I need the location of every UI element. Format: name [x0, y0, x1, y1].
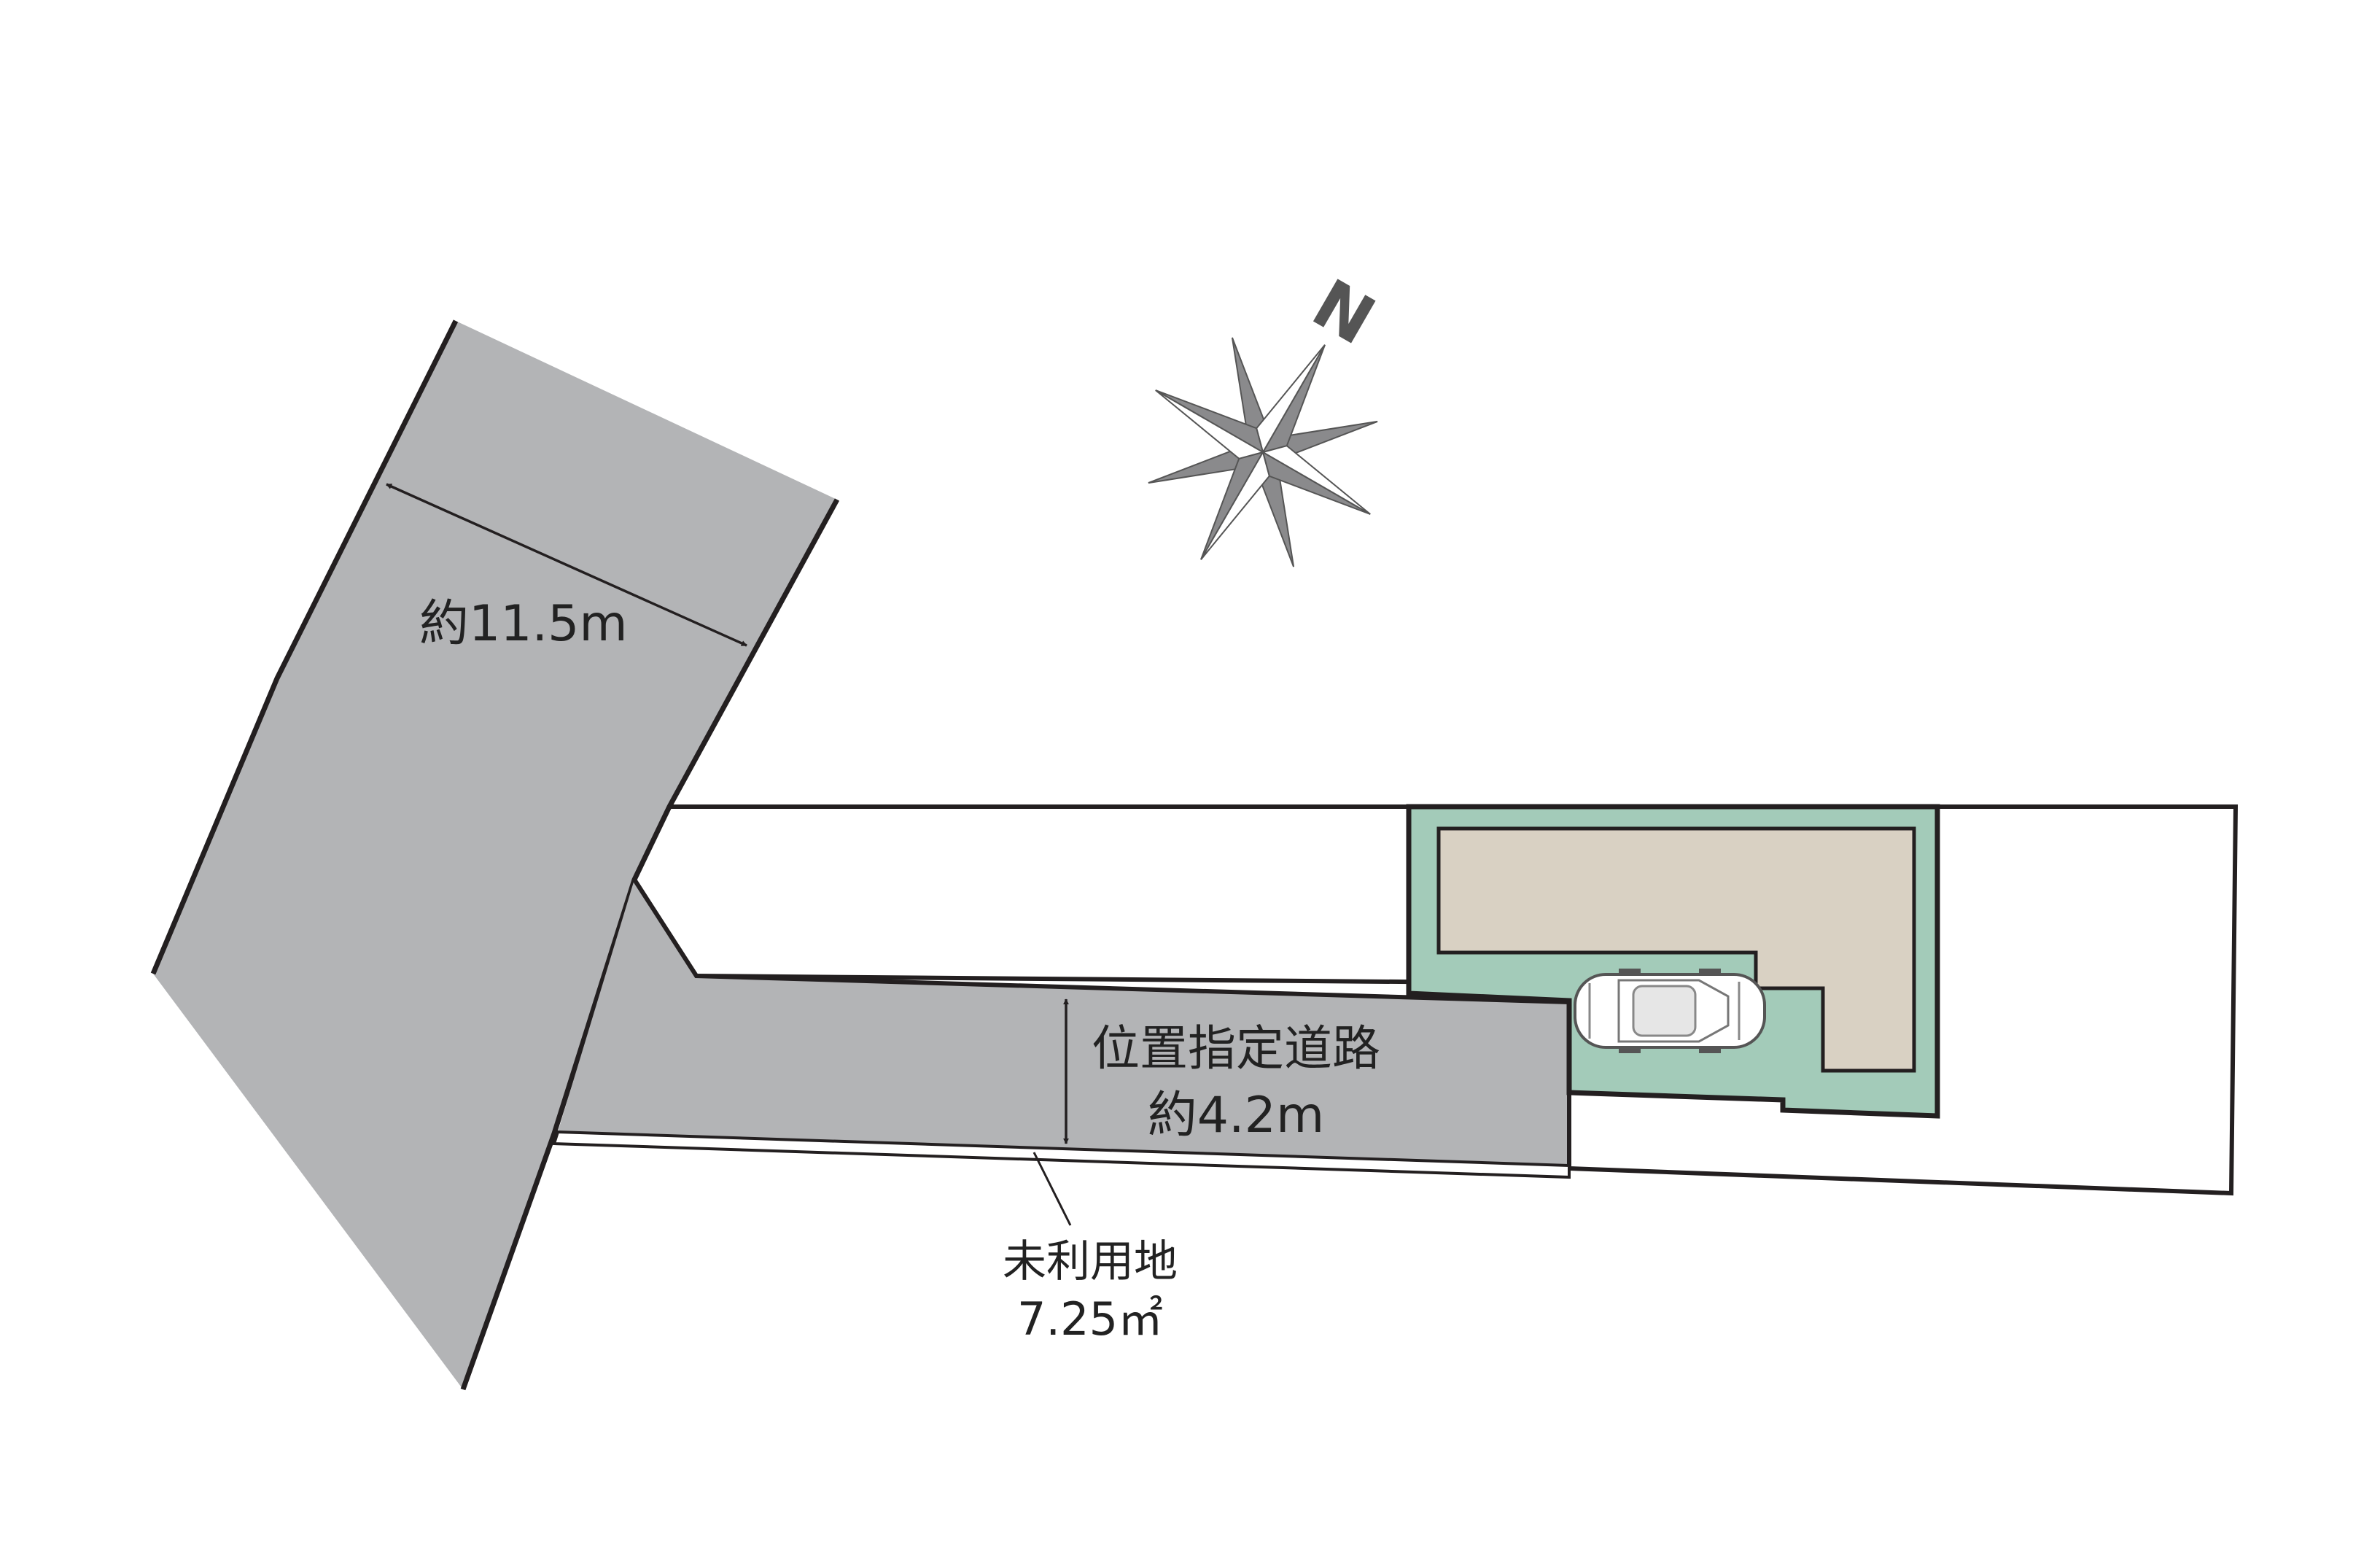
main-road-width-label: 約11.5m	[419, 595, 628, 653]
compass-north-label: N	[1300, 265, 1388, 360]
unused-land-name-label: 未利用地	[1003, 1236, 1178, 1287]
private-road-name-label: 位置指定道路	[1092, 1020, 1380, 1077]
private-road-width-label: 約4.2m	[1148, 1087, 1324, 1144]
car-icon	[1574, 969, 1766, 1053]
unused-land-strip	[552, 1130, 1571, 1179]
building-footprint	[1436, 826, 1916, 1073]
unused-land-leader-line	[1032, 1152, 1072, 1226]
main-road-width-arrow	[386, 483, 747, 647]
unused-land-area-label: 7.25㎡	[1017, 1292, 1163, 1346]
main-road-edge-left	[150, 319, 459, 975]
compass-rose-icon: N	[1148, 265, 1388, 567]
